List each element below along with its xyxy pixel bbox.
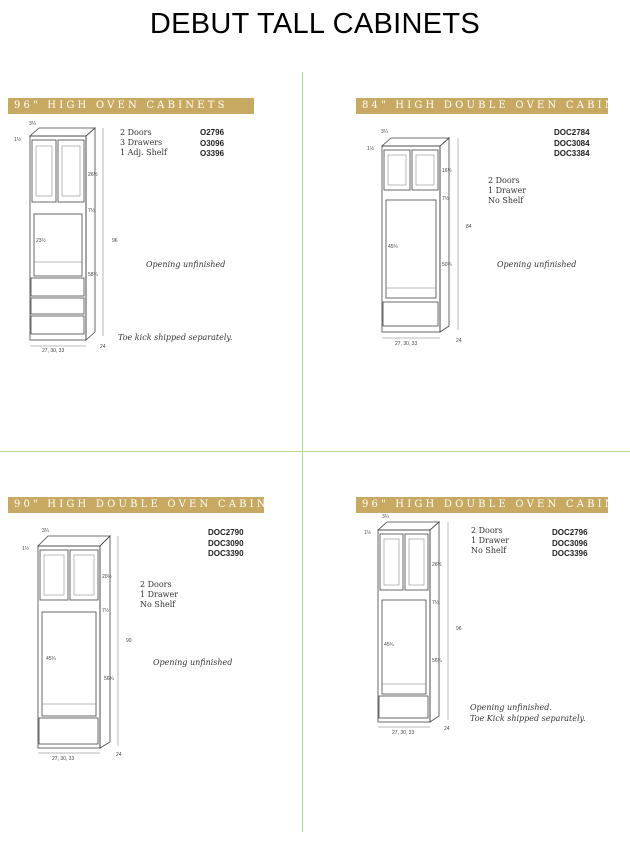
dim-opening: 45¾	[384, 642, 395, 648]
note-toe-kick: Toe Kick shipped separately.	[470, 714, 586, 723]
dim-gap: 7½	[442, 195, 450, 202]
vertical-divider	[302, 72, 303, 832]
model-codes: DOC2790 DOC3090 DOC3390	[208, 528, 244, 560]
desc-line: 2 Doors	[488, 176, 520, 185]
model-code: DOC3084	[554, 138, 590, 148]
dim-opening: 45¾	[388, 244, 399, 250]
dim-side-offset: 1½	[364, 529, 372, 536]
model-code: DOC3384	[554, 149, 590, 158]
dim-side-offset: 1½	[14, 136, 22, 143]
panel-banner: 90" HIGH DOUBLE OVEN CABINETS	[8, 497, 264, 513]
dim-upper: 16½	[442, 167, 453, 174]
dim-gap: 7½	[88, 207, 96, 214]
dim-depth: 24	[444, 726, 450, 732]
dim-widths: 27, 30, 33	[395, 341, 417, 347]
dim-top-depth: 3¼	[42, 528, 50, 534]
dim-side-offset: 1½	[367, 145, 375, 152]
dim-height: 96	[112, 238, 118, 244]
panel-description: 2 Doors 3 Drawers 1 Adj. Shelf	[120, 128, 167, 158]
dim-depth: 24	[116, 752, 122, 758]
panel-banner: 96" HIGH OVEN CABINETS	[8, 98, 254, 114]
page-title: DEBUT TALL CABINETS	[149, 8, 481, 40]
model-code: DOC2796	[552, 528, 588, 537]
panel-description: 2 Doors 1 Drawer No Shelf	[488, 176, 526, 206]
dim-lower: 58¾	[88, 272, 99, 278]
dim-top-depth: 3¼	[381, 129, 389, 135]
dim-opening: 45¾	[46, 656, 57, 662]
dim-lower: 50¾	[442, 262, 453, 268]
model-codes: DOC2784 DOC3084 DOC3384	[554, 128, 590, 160]
dim-lower: 56¾	[432, 658, 443, 664]
dim-height: 84	[466, 224, 472, 230]
model-code: DOC3090	[208, 538, 244, 548]
desc-line: 1 Drawer	[140, 590, 179, 599]
dim-depth: 24	[456, 338, 462, 344]
dim-top-depth: 3¼	[29, 121, 37, 127]
model-codes: O2796 O3096 O3396	[200, 128, 224, 160]
model-code: O2796	[200, 128, 225, 137]
dim-upper: 26½	[88, 171, 99, 178]
dim-opening: 23½	[36, 237, 47, 244]
dim-height: 90	[126, 638, 132, 644]
dim-widths: 27, 30, 33	[42, 348, 64, 354]
dim-side-offset: 1½	[22, 545, 30, 552]
desc-line: No Shelf	[471, 546, 507, 555]
note-opening: Opening unfinished	[153, 658, 233, 667]
note-toe-kick: Toe kick shipped separately.	[118, 333, 233, 342]
desc-line: No Shelf	[140, 600, 176, 609]
model-code: O3396	[200, 149, 225, 158]
dim-widths: 27, 30, 33	[392, 730, 414, 736]
desc-line: 1 Drawer	[471, 536, 510, 545]
note-opening: Opening unfinished.	[470, 703, 552, 712]
model-code: DOC2790	[208, 528, 244, 537]
panel-description: 2 Doors 1 Drawer No Shelf	[140, 580, 178, 610]
model-code: O3096	[200, 138, 225, 148]
dim-widths: 27, 30, 33	[52, 756, 74, 762]
desc-line: No Shelf	[488, 196, 524, 205]
dim-height: 96	[456, 626, 462, 632]
panel-banner: 84" HIGH DOUBLE OVEN CABINETS	[356, 98, 608, 114]
panel-banner: 96" HIGH DOUBLE OVEN CABINETS	[356, 497, 608, 513]
model-code: DOC3396	[552, 549, 588, 558]
dim-gap: 7½	[432, 599, 440, 606]
dim-upper: 26½	[432, 561, 443, 568]
panel-description: 2 Doors 1 Drawer No Shelf	[471, 526, 509, 556]
model-code: DOC3390	[208, 549, 244, 558]
horizontal-divider	[0, 451, 630, 452]
desc-line: 1 Drawer	[488, 186, 527, 195]
desc-line: 1 Adj. Shelf	[120, 148, 167, 157]
model-codes: DOC2796 DOC3096 DOC3396	[552, 528, 588, 560]
desc-line: 2 Doors	[140, 580, 172, 589]
dim-upper: 20½	[102, 573, 113, 580]
model-code: DOC2784	[554, 128, 590, 137]
note-opening: Opening unfinished	[497, 260, 577, 269]
model-code: DOC3096	[552, 538, 588, 548]
dim-depth: 24	[100, 344, 106, 350]
note-opening: Opening unfinished	[146, 260, 226, 269]
dim-lower: 56¾	[104, 676, 115, 682]
desc-line: 3 Drawers	[120, 138, 163, 147]
desc-line: 2 Doors	[471, 526, 503, 535]
dim-top-depth: 3¼	[382, 514, 390, 520]
desc-line: 2 Doors	[120, 128, 152, 137]
dim-gap: 7½	[102, 607, 110, 614]
